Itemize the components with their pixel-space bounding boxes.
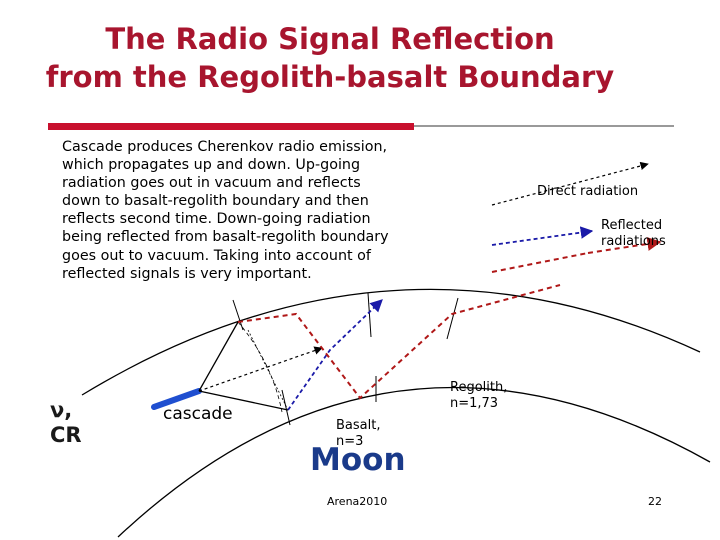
legend-reflected-radiations: Reflected radiations [601, 218, 666, 249]
description-text: Cascade produces Cherenkov radio emissio… [62, 139, 389, 282]
moon-label: Moon [310, 442, 406, 478]
cone-line-upper [198, 321, 239, 392]
reflected-ray-red [237, 284, 561, 400]
legend-direct-radiation: Direct radiation [537, 184, 639, 199]
reflected-ray-red-arrow [587, 236, 662, 254]
surface-normal-3 [446, 297, 459, 340]
particle-label: ν, CR [50, 398, 82, 447]
construction-line-1 [237, 321, 283, 413]
title-line-1: The Radio Signal Reflection [105, 22, 555, 56]
title-rule-gray [414, 125, 674, 127]
lunar-surface-arc [81, 288, 701, 396]
title-line-2: from the Regolith-basalt Boundary [45, 60, 615, 94]
basalt-label: Basalt, n=3 [336, 418, 381, 449]
cascade-label: cascade [163, 404, 233, 424]
direct-ray-legend-arrow [491, 161, 649, 206]
construction-line-2 [247, 329, 289, 411]
surface-normal-2 [367, 292, 372, 338]
reflected-ray-red-legend [491, 252, 589, 273]
basalt-boundary-arc [117, 386, 711, 538]
direct-ray-in-regolith [198, 346, 323, 392]
boundary-normal-1 [281, 389, 291, 426]
page-number: 22 [648, 495, 662, 508]
regolith-label: Regolith, n=1,73 [450, 380, 508, 411]
cone-line-lower [198, 390, 289, 411]
cascade-shower [151, 388, 202, 410]
title-rule-red [48, 123, 414, 130]
footer-conference: Arena2010 [327, 495, 388, 508]
reflected-ray-blue [287, 299, 383, 411]
surface-normal-1 [232, 299, 244, 331]
slide-title: The Radio Signal Reflection from the Reg… [0, 20, 660, 96]
reflected-ray-blue-legend [491, 226, 594, 246]
